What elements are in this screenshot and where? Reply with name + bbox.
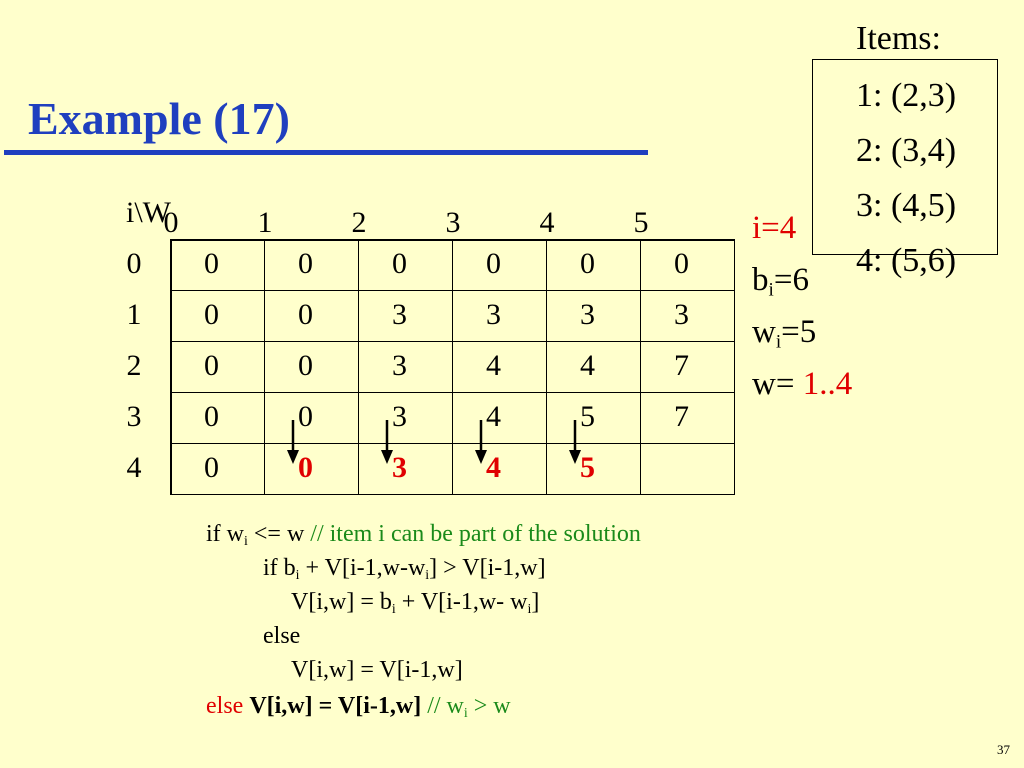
code-l3-b: + V[i-1,w- w (395, 589, 528, 615)
code-l3-sub1: i (391, 601, 396, 617)
table-cell: 0 (640, 239, 735, 291)
var-i: i=4 (752, 210, 797, 246)
col-header-2: 2 (351, 206, 367, 239)
item-4: 4: (5,6) (856, 242, 957, 279)
down-arrow-icon (475, 420, 487, 464)
table-cell: 0 (170, 239, 265, 291)
var-bi: bi=6 (752, 262, 809, 299)
item-3: 3: (4,5) (856, 187, 957, 224)
table-cell (640, 443, 735, 495)
var-bi-sub: i (768, 279, 774, 301)
down-arrow-icon (287, 420, 299, 464)
down-arrow-icon (381, 420, 393, 464)
title-underline (4, 150, 648, 155)
code-l1-sub: i (244, 533, 248, 549)
code-l3-c: ] (531, 589, 540, 615)
col-header-5: 5 (633, 206, 649, 239)
row-header-4: 4 (126, 451, 142, 484)
table-cell: 0 (546, 239, 641, 291)
table-cell: 4 (452, 341, 547, 393)
table-cell: 0 (170, 443, 265, 495)
code-line-1: if wi <= w // item i can be part of the … (206, 517, 641, 551)
table-border-left (170, 239, 172, 495)
slide-title: Example (17) (28, 93, 290, 144)
page-number: 37 (997, 742, 1010, 757)
code-line-5: V[i,w] = V[i-1,w] (291, 657, 463, 683)
col-header-4: 4 (539, 206, 555, 239)
code-l2-c: ] > V[i-1,w] (429, 555, 546, 581)
items-label: Items: (856, 20, 941, 57)
table-cell: 0 (170, 290, 265, 342)
table-cell: 4 (546, 341, 641, 393)
code-l1-comment: // item i can be part of the solution (310, 521, 641, 547)
table-cell: 0 (264, 341, 359, 393)
table-cell: 0 (264, 290, 359, 342)
code-line-3: V[i,w] = bi + V[i-1,w- wi] (291, 585, 539, 619)
code-l6-else: else (206, 693, 250, 719)
var-bi-value: =6 (773, 262, 809, 298)
table-cell: 5 (546, 443, 641, 495)
var-wi-value: =5 (781, 314, 817, 350)
var-wi: wi=5 (752, 314, 816, 351)
table-cell: 7 (640, 341, 735, 393)
table-cell: 3 (358, 443, 453, 495)
var-wi-sub: i (775, 331, 782, 353)
code-l2-sub2: i (425, 567, 430, 583)
col-header-0: 0 (163, 206, 179, 239)
row-header-0: 0 (126, 247, 142, 280)
code-l6-comment-sub: i (463, 705, 468, 721)
code-l1-b: <= w (247, 521, 311, 547)
code-l6-bold: V[i,w] = V[i-1,w] (249, 693, 422, 719)
var-w-label: w= (752, 366, 803, 402)
table-cell: 3 (640, 290, 735, 342)
code-l6-comment-a: // w (421, 693, 464, 719)
code-l2-a: if b (263, 555, 296, 581)
var-wi-base: w (752, 314, 776, 350)
table-cell: 0 (264, 443, 359, 495)
item-1: 1: (2,3) (856, 77, 957, 114)
down-arrow-icon (569, 420, 581, 464)
table-cell: 3 (358, 392, 453, 444)
table-corner-label: i\W (126, 196, 171, 229)
code-l3-sub2: i (527, 601, 532, 617)
code-l2-b: + V[i-1,w-w (299, 555, 426, 581)
var-bi-base: b (752, 262, 769, 298)
var-w-value: 1..4 (802, 366, 853, 402)
row-header-1: 1 (126, 298, 142, 331)
table-cell: 4 (452, 443, 547, 495)
row-header-2: 2 (126, 349, 142, 382)
code-l2-sub1: i (295, 567, 300, 583)
table-cell: 0 (264, 392, 359, 444)
row-header-3: 3 (126, 400, 142, 433)
table-cell: 0 (264, 239, 359, 291)
code-line-2: if bi + V[i-1,w-wi] > V[i-1,w] (263, 551, 546, 585)
table-cell: 0 (170, 341, 265, 393)
code-line-6: else V[i,w] = V[i-1,w] // wi > w (206, 689, 511, 723)
table-cell: 0 (170, 392, 265, 444)
table-cell: 3 (358, 290, 453, 342)
table-cell: 5 (546, 392, 641, 444)
table-cell: 4 (452, 392, 547, 444)
col-header-1: 1 (257, 206, 273, 239)
items-list: 1: (2,3) 2: (3,4) 3: (4,5) 4: (5,6) (856, 68, 956, 288)
item-2: 2: (3,4) (856, 132, 957, 169)
table-cell: 0 (358, 239, 453, 291)
table-cell: 0 (452, 239, 547, 291)
code-l3-a: V[i,w] = b (291, 589, 392, 615)
table-cell: 3 (358, 341, 453, 393)
code-l6-comment-b: > w (467, 693, 511, 719)
col-header-3: 3 (445, 206, 461, 239)
var-w-range: w= 1..4 (752, 366, 852, 403)
table-cell: 3 (452, 290, 547, 342)
items-box (812, 59, 998, 255)
code-line-4: else (263, 623, 301, 649)
table-cell: 3 (546, 290, 641, 342)
table-cell: 7 (640, 392, 735, 444)
code-l1-a: if w (206, 521, 244, 547)
